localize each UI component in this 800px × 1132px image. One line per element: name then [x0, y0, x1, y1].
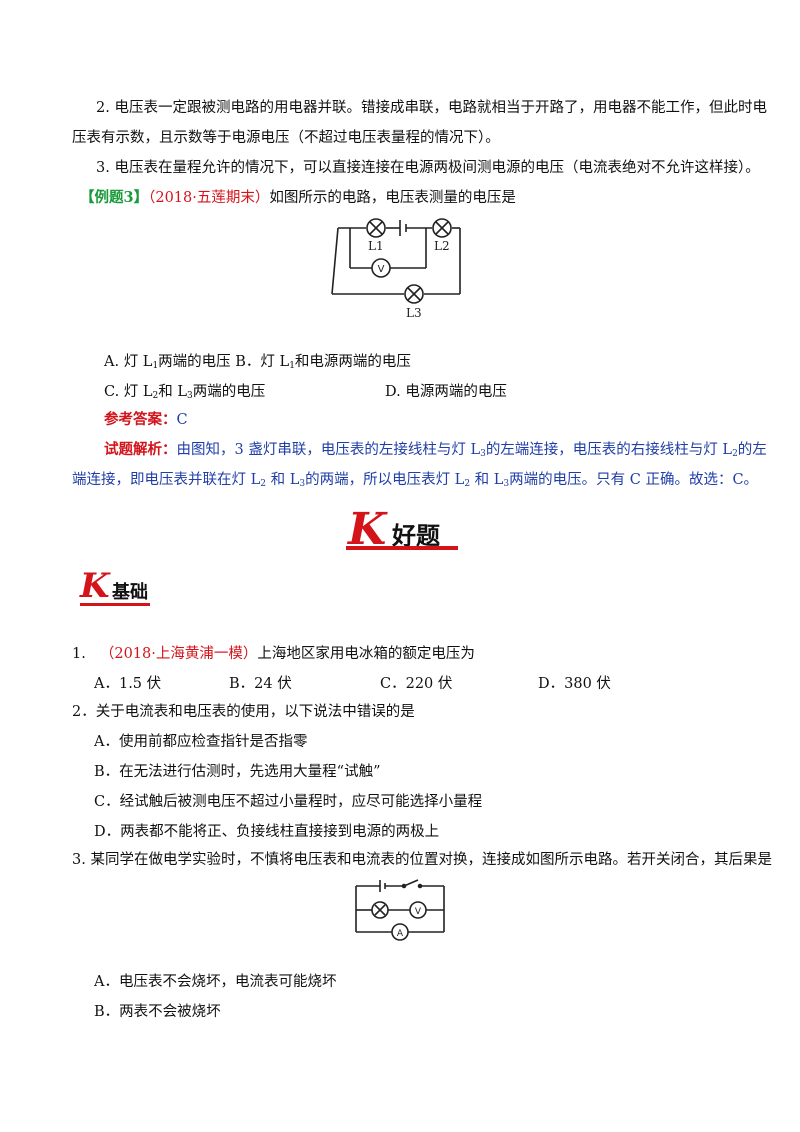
- q1-option-c: C．220 伏: [380, 676, 453, 692]
- analysis-l2-b: 和 L: [265, 472, 300, 488]
- answer-value: C: [176, 412, 188, 428]
- analysis-l2-a: 端连接，即电压表并联在灯 L: [72, 472, 261, 488]
- example3-header: 【例题3】（2018·五莲期末）如图所示的电路，电压表测量的电压是: [80, 188, 516, 208]
- heading-title: 好题: [392, 522, 440, 550]
- q1-source: （2018·上海黄浦一模）: [99, 646, 258, 662]
- point3: 3. 电压表在量程允许的情况下，可以直接连接在电源两极间测电源的电压（电流表绝对…: [96, 160, 760, 176]
- example3-circuit-diagram: V L1 L2 L3: [331, 218, 461, 320]
- example3-answer: 参考答案：C: [104, 410, 188, 430]
- q2-stem: 2．关于电流表和电压表的使用，以下说法中错误的是: [72, 704, 415, 720]
- analysis-l1-b: 的左端连接，电压表的右接线柱与灯 L: [485, 442, 733, 458]
- opt-b-pre: B．灯 L: [235, 354, 290, 370]
- answer-label: 参考答案：: [104, 411, 177, 428]
- q1-text: 上海地区家用电冰箱的额定电压为: [257, 646, 475, 662]
- analysis-l1-a: 由图知，3 盏灯串联，电压表的左接线柱与灯 L: [176, 442, 481, 458]
- example3-option-c: C. 灯 L2和 L3两端的电压: [104, 382, 265, 402]
- opt-c-pre: C. 灯 L: [104, 384, 153, 400]
- q3-circuit-diagram: V A: [355, 879, 445, 941]
- q2-option-a: A．使用前都应检查指针是否指零: [94, 734, 308, 750]
- opt-c-sub1: 2: [152, 391, 159, 401]
- q1-number: 1.: [72, 646, 86, 662]
- voltmeter-label: V: [378, 264, 385, 275]
- analysis-l2-sub4: 3: [503, 479, 510, 489]
- analysis-l2-sub2: 3: [299, 479, 306, 489]
- opt-b-post: 和电源两端的电压: [294, 354, 411, 370]
- subheading-underline: [80, 603, 150, 606]
- q1-option-d: D．380 伏: [538, 676, 611, 692]
- analysis-l2-sub1: 2: [260, 479, 266, 489]
- q1-option-a: A．1.5 伏: [94, 676, 162, 692]
- opt-b-sub: 1: [289, 361, 295, 371]
- analysis-l2-c: 的两端，所以电压表灯 L: [305, 472, 465, 488]
- example3-question: 如图所示的电路，电压表测量的电压是: [269, 190, 516, 206]
- opt-c-sub2: 3: [187, 391, 193, 401]
- point2-line2: 压表有示数，且示数等于电源电压（不超过电压表量程的情况下）。: [72, 130, 500, 146]
- analysis-l2-sub3: 2: [464, 479, 471, 489]
- q2-option-b: B．在无法进行估测时，先选用大量程“试触”: [94, 764, 381, 780]
- subheading-title: 基础: [112, 582, 148, 603]
- example3-option-d: D. 电源两端的电压: [385, 384, 507, 400]
- example3-analysis-line2: 端连接，即电压表并联在灯 L2 和 L3的两端，所以电压表灯 L2 和 L3两端…: [72, 470, 758, 490]
- example3-source: （2018·五莲期末）: [148, 190, 270, 206]
- q2-option-d: D．两表都不能将正、负接线柱直接接到电源的两极上: [94, 824, 440, 840]
- q3-ammeter-label: A: [397, 929, 404, 939]
- section-heading-basics: K 基础: [80, 566, 170, 610]
- q2-option-c: C．经试触后被测电压不超过小量程时，应尽可能选择小量程: [94, 794, 483, 810]
- q1-stem: 1. （2018·上海黄浦一模）上海地区家用电冰箱的额定电压为: [72, 644, 475, 664]
- example3-option-a-b: A. 灯 L1两端的电压 B．灯 L1和电源两端的电压: [104, 352, 411, 372]
- analysis-l2-e: 两端的电压。只有 C 正确。故选：C。: [509, 472, 759, 488]
- q3-voltmeter-label: V: [415, 907, 422, 917]
- l3-label: L3: [406, 306, 422, 320]
- analysis-label: 试题解析：: [104, 441, 177, 458]
- point2-line1: 2. 电压表一定跟被测电路的用电器并联。错接成串联，电路就相当于开路了，用电器不…: [96, 100, 767, 116]
- opt-a-sub: 1: [152, 361, 159, 371]
- l1-label: L1: [368, 239, 384, 253]
- q3-option-b: B．两表不会被烧坏: [94, 1004, 221, 1020]
- example3-tag: 【例题3】: [80, 189, 149, 206]
- analysis-l1-sub2: 2: [732, 449, 738, 459]
- q3-option-a: A．电压表不会烧坏，电流表可能烧坏: [94, 974, 337, 990]
- opt-c-mid: 和 L: [158, 384, 188, 400]
- l2-label: L2: [434, 239, 450, 253]
- analysis-l2-d: 和 L: [470, 472, 504, 488]
- opt-a-post: 两端的电压: [158, 354, 231, 370]
- analysis-l1-c: 的左: [737, 442, 767, 458]
- heading-underline: [346, 546, 458, 550]
- opt-a-pre: A. 灯 L: [104, 354, 153, 370]
- section-heading-good-questions: K 好题: [340, 504, 460, 556]
- example3-analysis-line1: 试题解析：由图知，3 盏灯串联，电压表的左接线柱与灯 L3的左端连接，电压表的右…: [104, 440, 767, 460]
- q3-stem: 3. 某同学在做电学实验时，不慎将电压表和电流表的位置对换，连接成如图所示电路。…: [72, 852, 772, 868]
- analysis-l1-sub1: 3: [480, 449, 486, 459]
- subheading-k-logo: K: [80, 566, 110, 606]
- opt-c-post: 两端的电压: [192, 384, 266, 400]
- q1-option-b: B．24 伏: [229, 676, 292, 692]
